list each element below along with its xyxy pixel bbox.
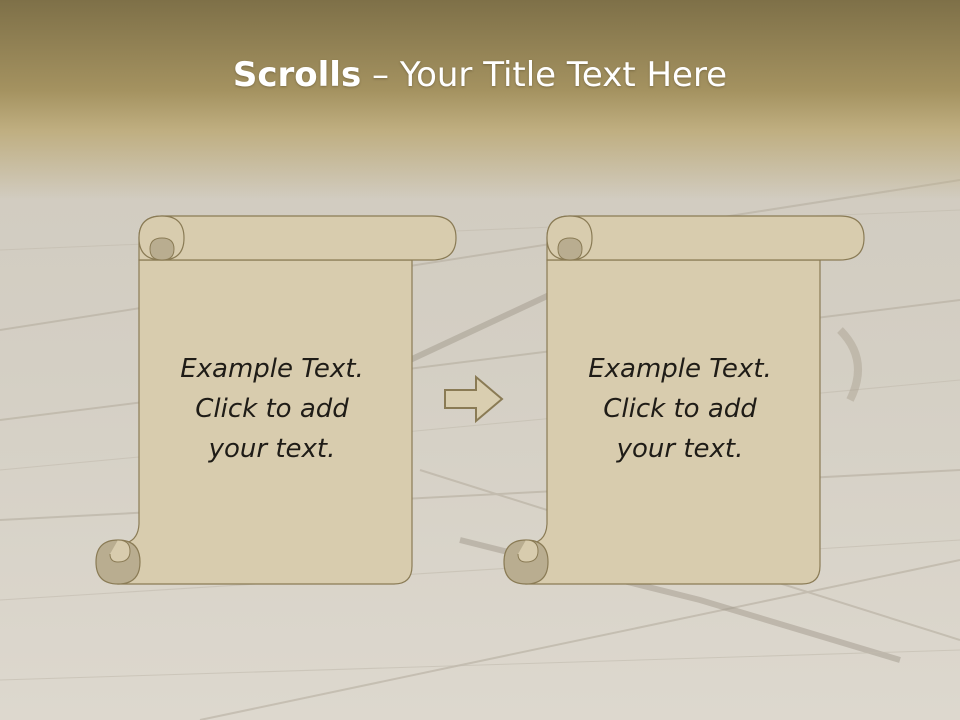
scroll-shape-left[interactable]: Example Text. Click to add your text. xyxy=(92,214,458,588)
scroll-text-right[interactable]: Example Text. Click to add your text. xyxy=(550,349,810,469)
title-band xyxy=(0,0,960,200)
scroll-graphic xyxy=(95,215,457,585)
title-bold-part: Scrolls xyxy=(232,55,362,95)
scroll-text-line: Click to add xyxy=(195,394,349,424)
scroll-text-line: your text. xyxy=(208,434,336,464)
title-dash: – xyxy=(361,55,400,95)
scroll-text-line: your text. xyxy=(616,434,744,464)
right-arrow-icon xyxy=(444,374,504,424)
scroll-text-line: Example Text. xyxy=(588,354,772,384)
scroll-text-line: Click to add xyxy=(603,394,757,424)
scroll-graphic xyxy=(503,215,865,585)
scroll-shape-right[interactable]: Example Text. Click to add your text. xyxy=(500,214,866,588)
scroll-text-line: Example Text. xyxy=(180,354,364,384)
scroll-text-left[interactable]: Example Text. Click to add your text. xyxy=(142,349,402,469)
slide-title[interactable]: Scrolls – Your Title Text Here xyxy=(0,52,960,98)
title-text-part: Your Title Text Here xyxy=(399,55,728,95)
